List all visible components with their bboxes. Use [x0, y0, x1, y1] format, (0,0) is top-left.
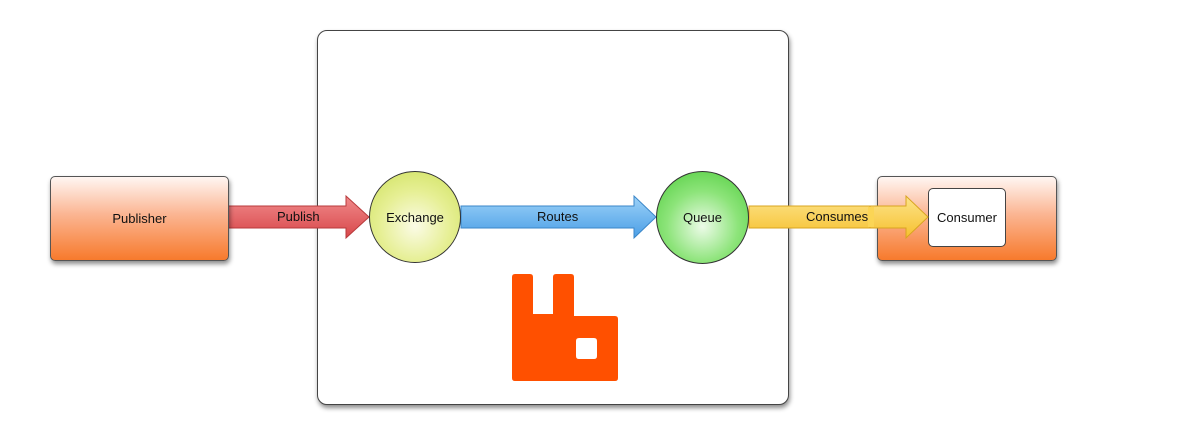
queue-label: Queue [682, 210, 723, 225]
routes-label: Routes [537, 209, 579, 224]
publish-label: Publish [277, 209, 320, 224]
exchange-node: Exchange [369, 171, 461, 263]
rabbitmq-logo-icon [512, 274, 618, 381]
consumes-label: Consumes [806, 209, 869, 224]
publisher-box: Publisher [50, 176, 229, 261]
routes-arrow [460, 194, 657, 240]
publish-arrow [227, 194, 370, 240]
publisher-label: Publisher [112, 211, 167, 226]
consumer-box: Consumer [928, 188, 1006, 247]
consumer-app-box: Consumer [877, 176, 1057, 261]
queue-node: Queue [656, 171, 749, 264]
exchange-label: Exchange [386, 209, 444, 225]
consumer-label: Consumer [937, 210, 997, 225]
